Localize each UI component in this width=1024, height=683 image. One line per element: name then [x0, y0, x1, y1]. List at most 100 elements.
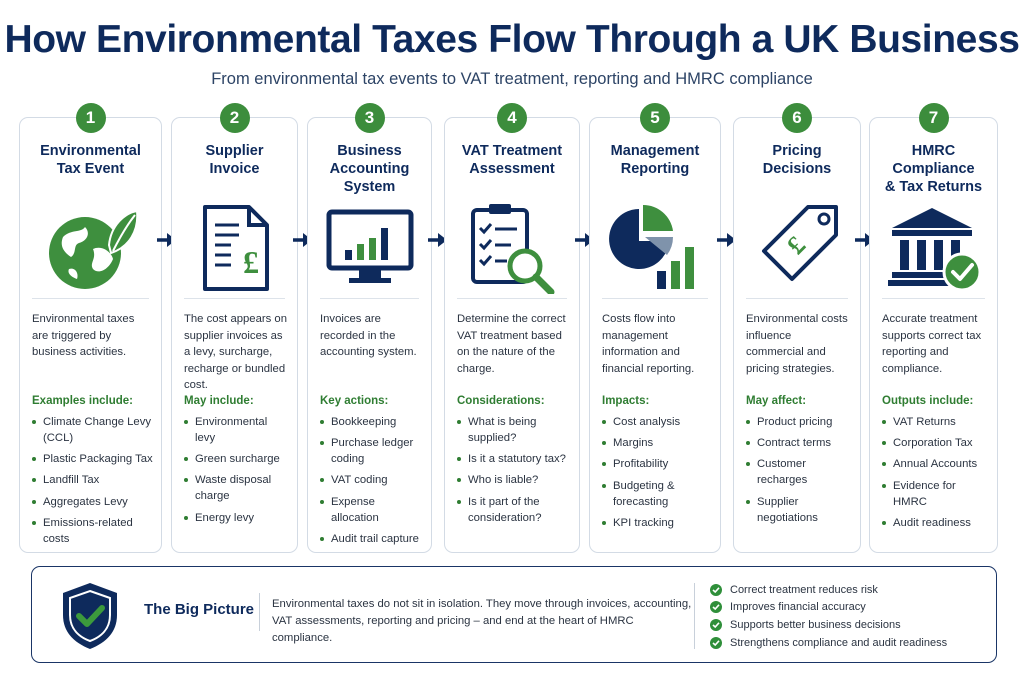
step-number-badge: 7 [918, 103, 949, 133]
step-list-heading: Key actions: [320, 395, 389, 407]
step-list-heading: Considerations: [457, 395, 545, 407]
step-title-line: VAT Treatment [461, 143, 563, 159]
invoice-pound-icon: £ [172, 198, 297, 298]
list-item: Budgeting & forecasting [602, 478, 712, 510]
step-title-line: Pricing [772, 143, 822, 159]
list-item: Purchase ledger coding [320, 435, 423, 467]
list-item: What is being supplied? [457, 414, 571, 446]
list-item: Waste disposal charge [184, 472, 289, 504]
benefit-item: Improves financial accuracy [710, 599, 947, 617]
step-description: The cost appears on supplier invoices as… [184, 313, 287, 391]
list-item: Is it a statutory tax? [457, 451, 571, 467]
check-circle-icon [710, 618, 722, 631]
list-item: Profitability [602, 456, 712, 472]
list-item: Energy levy [184, 510, 289, 526]
list-item: Climate Change Levy (CCL) [32, 414, 153, 446]
step-list: Climate Change Levy (CCL) Plastic Packagi… [32, 414, 153, 552]
benefit-item: Strengthens compliance and audit readine… [710, 634, 947, 652]
list-item: Corporation Tax [882, 435, 989, 451]
list-item: Emissions-related costs [32, 515, 153, 547]
step-description: Determine the correct VAT treatment base… [457, 313, 566, 375]
big-picture-text: Environmental taxes do not sit in isolat… [272, 598, 692, 644]
price-tag-pound-icon: £ [734, 198, 860, 298]
list-item: Audit trail capture [320, 531, 423, 547]
divider [32, 298, 149, 299]
pie-bar-chart-icon [590, 198, 720, 298]
list-item: Margins [602, 435, 712, 451]
list-item: Plastic Packaging Tax [32, 451, 153, 467]
list-item: Evidence for HMRC [882, 478, 989, 510]
step-number-badge: 4 [497, 103, 527, 133]
list-item: VAT coding [320, 472, 423, 488]
list-item: Is it part of the consideration? [457, 494, 571, 526]
step-list-heading: Outputs include: [882, 395, 974, 407]
benefit-text: Improves financial accuracy [730, 601, 866, 614]
step-title-line: Tax Event [56, 161, 125, 177]
monitor-chart-icon [308, 198, 431, 298]
step-title-line: Supplier [205, 143, 264, 159]
page-title: How Environmental Taxes Flow Through a U… [4, 18, 1020, 61]
svg-text:£: £ [243, 244, 259, 280]
step-description: Invoices are recorded in the accounting … [320, 313, 417, 358]
step-number-badge: 3 [354, 103, 385, 133]
step-title-line: Decisions [762, 161, 832, 177]
list-item: Supplier negotiations [746, 494, 852, 526]
step-list-heading: Impacts: [602, 395, 650, 407]
bank-check-icon [870, 198, 997, 298]
divider [746, 298, 848, 299]
arrow-right-icon [427, 231, 449, 249]
list-item: Aggregates Levy [32, 494, 153, 510]
arrow-right-icon [716, 231, 738, 249]
list-item: Customer recharges [746, 456, 852, 488]
step-list-heading: Examples include: [32, 395, 133, 407]
step-number-badge: 5 [640, 103, 670, 133]
big-picture-title: The Big Picture [144, 601, 255, 618]
list-item: Cost analysis [602, 414, 712, 430]
step-number-badge: 2 [219, 103, 250, 133]
list-item: Green surcharge [184, 451, 289, 467]
step-title-line: HMRC Compliance [892, 143, 975, 177]
benefit-text: Strengthens compliance and audit readine… [730, 636, 948, 649]
step-title-line: System [343, 179, 396, 195]
step-title-line: Environmental [40, 143, 141, 159]
step-title-line: Assessment [469, 161, 555, 177]
divider [457, 298, 567, 299]
list-item: Bookkeeping [320, 414, 423, 430]
list-item: Annual Accounts [882, 456, 989, 472]
shield-check-icon [63, 583, 117, 649]
list-item: Contract terms [746, 435, 852, 451]
list-item: Landfill Tax [32, 472, 153, 488]
step-title-line: Reporting [620, 161, 690, 177]
step-number-badge: 1 [75, 103, 106, 133]
step-description: Environmental costs influence commercial… [746, 313, 848, 375]
list-item: Who is liable? [457, 472, 571, 488]
step-title-line: Management [610, 143, 700, 159]
step-number-badge: 6 [782, 103, 812, 133]
step-description: Costs flow into management information a… [602, 313, 695, 375]
list-item: Product pricing [746, 414, 852, 430]
big-picture-panel: The Big Picture Environmental taxes do n… [31, 566, 997, 663]
list-item: Expense allocation [320, 494, 423, 526]
step-title-line: & Tax Returns [884, 179, 983, 195]
list-item: Environmental levy [184, 414, 289, 446]
list-item: VAT Returns [882, 414, 989, 430]
step-list-heading: May affect: [746, 395, 807, 407]
benefit-text: Supports better business decisions [730, 618, 901, 631]
step-title-line: Invoice [209, 161, 260, 177]
divider [184, 298, 285, 299]
